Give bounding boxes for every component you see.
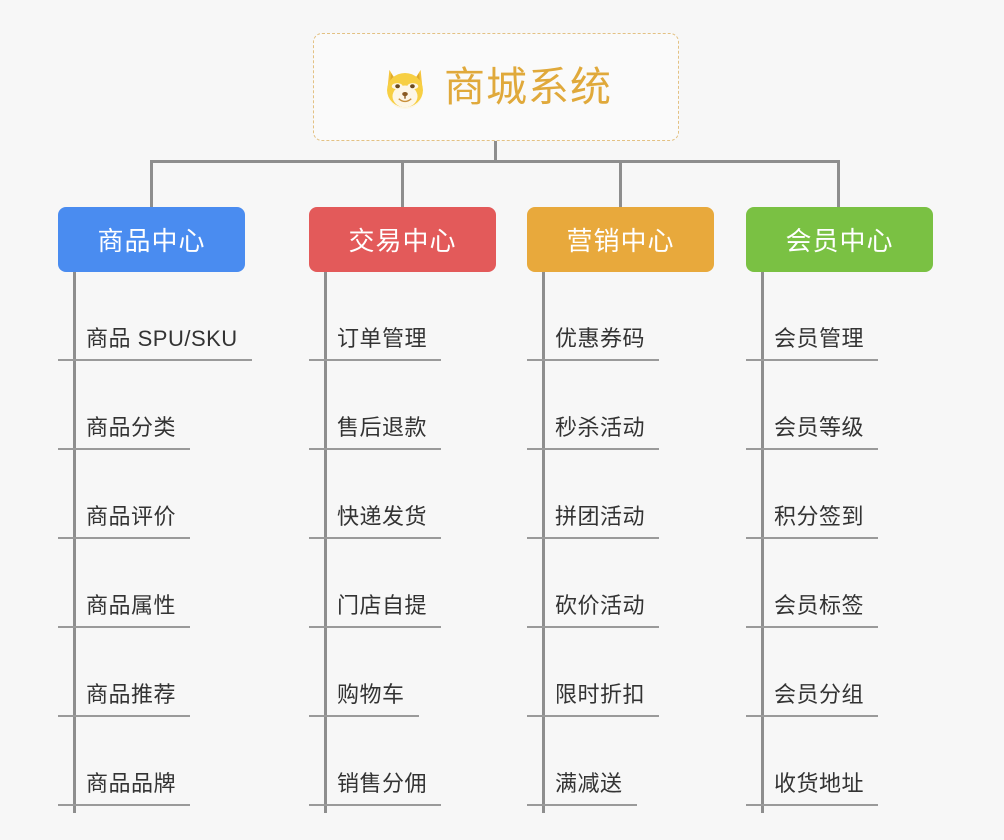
leaf-label: 积分签到 (774, 504, 865, 529)
list-item[interactable]: 商品评价 (58, 450, 252, 539)
leaf-list-trade: 订单管理 售后退款 快递发货 门店自提 购物车 销售分佣 (309, 272, 496, 813)
list-item[interactable]: 拼团活动 (527, 450, 714, 539)
leaf-label: 拼团活动 (555, 504, 646, 529)
leaf-label: 快递发货 (337, 504, 428, 529)
category-column-marketing: 营销中心 优惠券码 秒杀活动 拼团活动 砍价活动 限时折扣 满减送 (527, 207, 714, 813)
list-item[interactable]: 积分签到 (746, 450, 933, 539)
leaf-label: 售后退款 (337, 415, 428, 440)
list-item[interactable]: 会员标签 (746, 539, 933, 628)
list-item[interactable]: 秒杀活动 (527, 361, 714, 450)
column-spine-connector (73, 272, 76, 813)
branch-drop-connector-4 (837, 160, 840, 207)
leaf-label: 收货地址 (774, 771, 865, 796)
list-item[interactable]: 购物车 (309, 628, 496, 717)
leaf-list-product: 商品 SPU/SKU 商品分类 商品评价 商品属性 商品推荐 商品品牌 (58, 272, 252, 813)
list-item[interactable]: 订单管理 (309, 272, 496, 361)
leaf-label: 会员管理 (774, 326, 865, 351)
leaf-label: 订单管理 (337, 326, 428, 351)
list-item[interactable]: 商品品牌 (58, 717, 252, 806)
category-header-marketing[interactable]: 营销中心 (527, 207, 714, 272)
column-spine-connector (324, 272, 327, 813)
root-stem-connector (494, 141, 497, 163)
list-item[interactable]: 商品分类 (58, 361, 252, 450)
leaf-label: 商品 SPU/SKU (86, 326, 238, 351)
column-spine-connector (542, 272, 545, 813)
list-item[interactable]: 商品推荐 (58, 628, 252, 717)
leaf-label: 秒杀活动 (555, 415, 646, 440)
leaf-list-marketing: 优惠券码 秒杀活动 拼团活动 砍价活动 限时折扣 满减送 (527, 272, 714, 813)
leaf-label: 会员标签 (774, 593, 865, 618)
root-node[interactable]: 商城系统 (313, 33, 679, 141)
branch-drop-connector-3 (619, 160, 622, 207)
leaf-label: 商品品牌 (86, 771, 177, 796)
shiba-dog-face-icon (380, 62, 430, 112)
list-item[interactable]: 限时折扣 (527, 628, 714, 717)
list-item[interactable]: 会员等级 (746, 361, 933, 450)
leaf-label: 满减送 (555, 771, 623, 796)
leaf-label: 商品属性 (86, 593, 177, 618)
leaf-label: 商品推荐 (86, 682, 177, 707)
category-header-label: 交易中心 (348, 226, 457, 256)
category-header-label: 营销中心 (566, 226, 675, 256)
category-header-label: 商品中心 (97, 226, 206, 256)
list-item[interactable]: 门店自提 (309, 539, 496, 628)
leaf-label: 商品分类 (86, 415, 177, 440)
leaf-label: 门店自提 (337, 593, 428, 618)
leaf-label: 商品评价 (86, 504, 177, 529)
list-item[interactable]: 收货地址 (746, 717, 933, 806)
leaf-label: 销售分佣 (337, 771, 428, 796)
list-item[interactable]: 满减送 (527, 717, 714, 806)
list-item[interactable]: 销售分佣 (309, 717, 496, 806)
leaf-label: 会员等级 (774, 415, 865, 440)
list-item[interactable]: 优惠券码 (527, 272, 714, 361)
list-item[interactable]: 售后退款 (309, 361, 496, 450)
leaf-label: 购物车 (337, 682, 405, 707)
horizontal-bus-connector (150, 160, 840, 163)
leaf-label: 优惠券码 (555, 326, 646, 351)
list-item[interactable]: 砍价活动 (527, 539, 714, 628)
branch-drop-connector-2 (401, 160, 404, 207)
leaf-label: 会员分组 (774, 682, 865, 707)
category-header-product[interactable]: 商品中心 (58, 207, 245, 272)
list-item[interactable]: 会员分组 (746, 628, 933, 717)
list-item[interactable]: 商品属性 (58, 539, 252, 628)
category-header-trade[interactable]: 交易中心 (309, 207, 496, 272)
column-spine-connector (761, 272, 764, 813)
category-column-trade: 交易中心 订单管理 售后退款 快递发货 门店自提 购物车 销售分佣 (309, 207, 496, 813)
list-item[interactable]: 快递发货 (309, 450, 496, 539)
leaf-list-member: 会员管理 会员等级 积分签到 会员标签 会员分组 收货地址 (746, 272, 933, 813)
leaf-label: 砍价活动 (555, 593, 646, 618)
category-header-label: 会员中心 (785, 226, 894, 256)
category-header-member[interactable]: 会员中心 (746, 207, 933, 272)
list-item[interactable]: 会员管理 (746, 272, 933, 361)
list-item[interactable]: 商品 SPU/SKU (58, 272, 252, 361)
category-column-product: 商品中心 商品 SPU/SKU 商品分类 商品评价 商品属性 商品推荐 商品品牌 (58, 207, 252, 813)
leaf-label: 限时折扣 (555, 682, 646, 707)
category-column-member: 会员中心 会员管理 会员等级 积分签到 会员标签 会员分组 收货地址 (746, 207, 933, 813)
branch-drop-connector-1 (150, 160, 153, 207)
page-title: 商城系统 (444, 63, 612, 110)
